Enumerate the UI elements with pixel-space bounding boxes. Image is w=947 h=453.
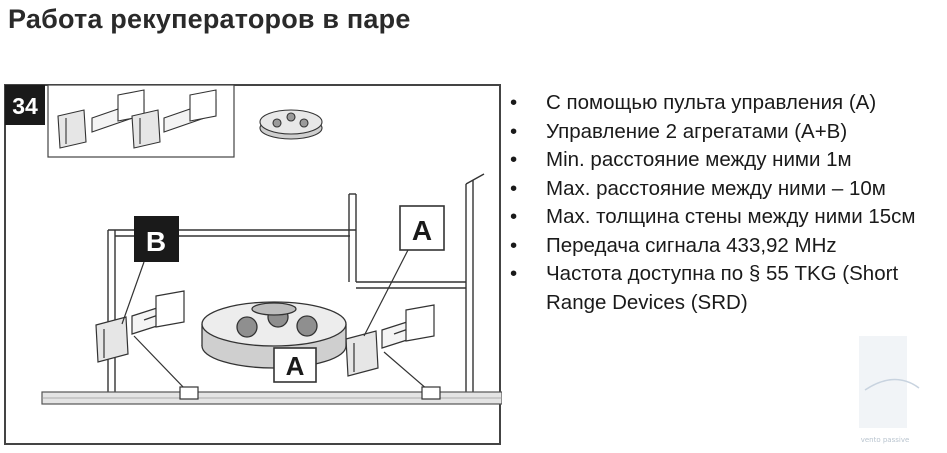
- label-b-box: [134, 216, 179, 262]
- bullet-min-distance: Min. расстояние между ними 1м: [510, 146, 940, 175]
- inset-unit-1: [57, 89, 145, 149]
- label-a-wall: A: [412, 215, 432, 246]
- inset-unit-2: [131, 89, 217, 149]
- bullet-max-distance: Max. расстояние между ними – 10м: [510, 175, 940, 204]
- label-a-remote-box: [273, 347, 317, 383]
- installation-figure: 34: [4, 84, 502, 446]
- watermark-text: vento passive: [861, 436, 910, 444]
- feature-list: С помощью пульта управления (A) Управлен…: [510, 89, 940, 317]
- figure-number: 34: [12, 93, 38, 119]
- remote-small-icon: [259, 109, 323, 140]
- bullet-two-units: Управление 2 агрегатами (A+B): [510, 118, 940, 147]
- bullet-max-wall: Max. толщина стены между ними 15см: [510, 203, 940, 232]
- figure-number-badge: [5, 85, 45, 125]
- label-a-wall-box: [399, 205, 445, 251]
- bullet-frequency: Передача сигнала 433,92 MHz: [510, 232, 940, 261]
- bullet-remote: С помощью пульта управления (A): [510, 89, 940, 118]
- watermark-logo: vento passive: [859, 336, 920, 444]
- recuperator-unit-b: [95, 290, 199, 400]
- bullet-tkg: Частота доступна по § 55 TKG (Short Rang…: [510, 260, 940, 317]
- label-a-remote: A: [286, 351, 305, 381]
- slide-title: Работа рекуператоров в паре: [8, 4, 411, 34]
- recuperator-unit-a: [345, 304, 441, 400]
- label-b: B: [146, 226, 166, 257]
